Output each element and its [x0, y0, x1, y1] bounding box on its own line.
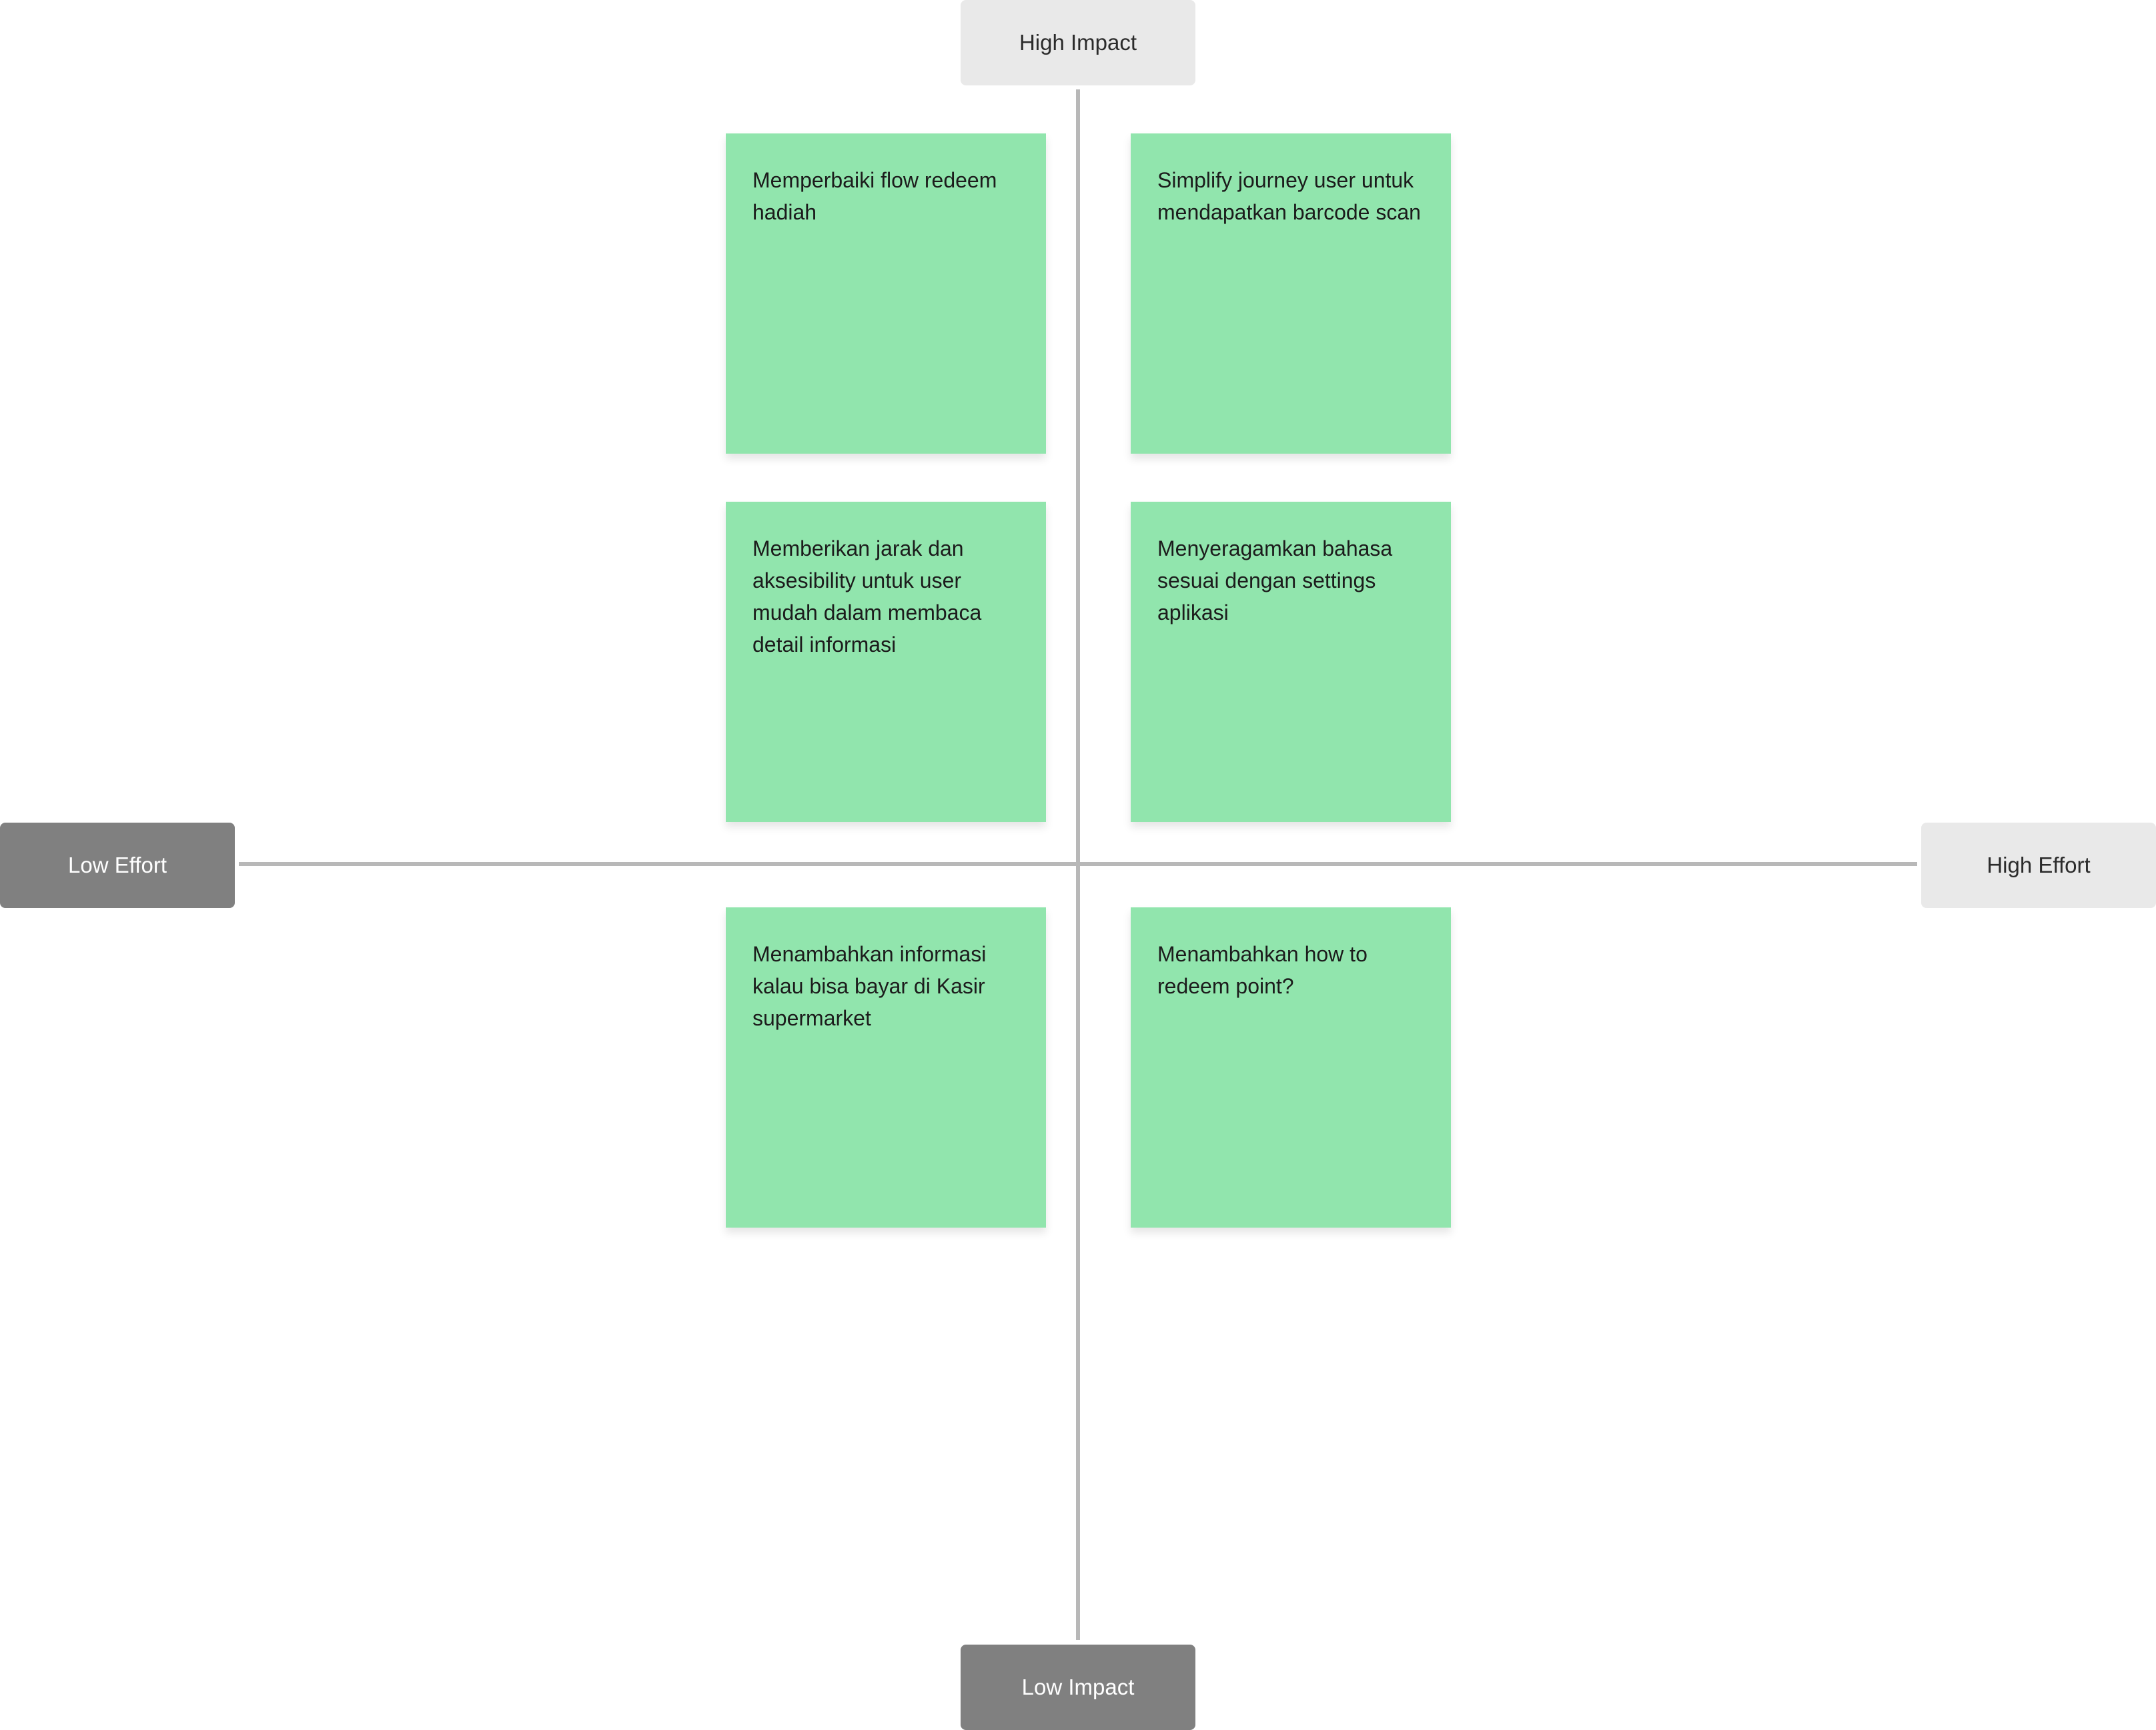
sticky-note-text: Menyeragamkan bahasa sesuai dengan setti…: [1157, 536, 1393, 624]
sticky-note[interactable]: Simplify journey user untuk mendapatkan …: [1131, 133, 1451, 454]
low-impact-label: Low Impact: [961, 1645, 1195, 1730]
low-effort-label: Low Effort: [0, 823, 235, 908]
horizontal-axis-line: [239, 862, 1917, 866]
high-effort-label: High Effort: [1921, 823, 2156, 908]
high-impact-label: High Impact: [961, 0, 1195, 85]
sticky-note[interactable]: Menambahkan informasi kalau bisa bayar d…: [726, 907, 1046, 1228]
sticky-note-text: Menambahkan informasi kalau bisa bayar d…: [752, 942, 987, 1030]
sticky-note-text: Memperbaiki flow redeem hadiah: [752, 168, 997, 224]
sticky-note-text: Simplify journey user untuk mendapatkan …: [1157, 168, 1421, 224]
sticky-note-text: Menambahkan how to redeem point?: [1157, 942, 1368, 998]
sticky-note-text: Memberikan jarak dan aksesibility untuk …: [752, 536, 982, 657]
sticky-note[interactable]: Menyeragamkan bahasa sesuai dengan setti…: [1131, 502, 1451, 822]
sticky-note[interactable]: Menambahkan how to redeem point?: [1131, 907, 1451, 1228]
sticky-note[interactable]: Memberikan jarak dan aksesibility untuk …: [726, 502, 1046, 822]
sticky-note[interactable]: Memperbaiki flow redeem hadiah: [726, 133, 1046, 454]
